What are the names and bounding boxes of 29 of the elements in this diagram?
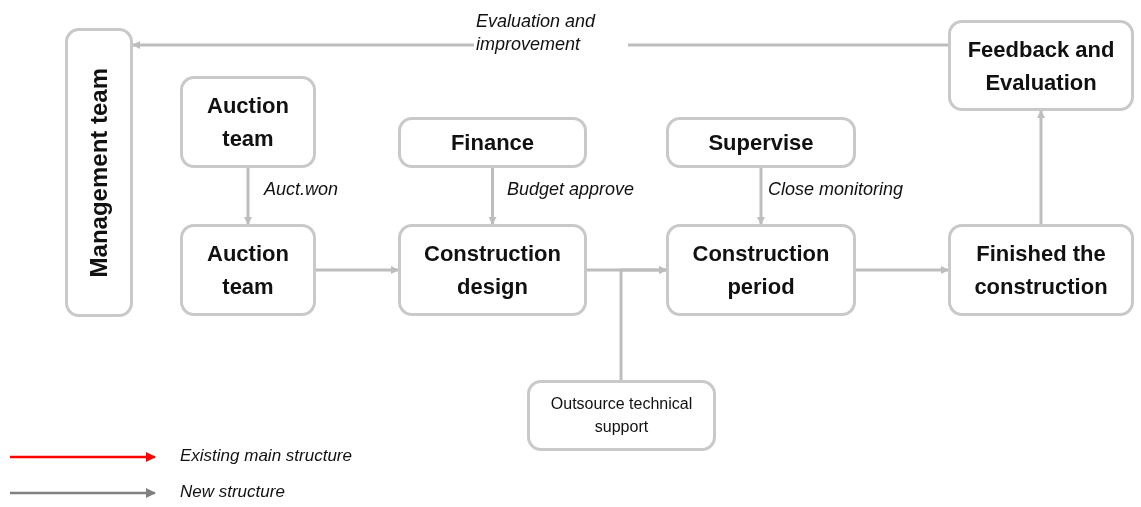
process-box [948,224,1134,316]
process-box [398,224,587,316]
arrow [488,168,497,225]
process-box [527,380,716,451]
process-box [65,28,133,317]
box-label: Finance [450,129,535,157]
legend-label: New structure [180,482,285,502]
legend-label: Existing main structure [180,446,352,466]
box-label: Auction team [206,240,290,301]
process-box [666,117,856,168]
box-label: Construction period [691,240,831,301]
arrow [1037,110,1045,224]
arrow [244,168,252,225]
arrow [856,266,949,274]
box-label: Outsource technical support [549,394,694,437]
box-label: Management team [84,67,113,278]
box-label: Supervise [708,129,814,157]
process-box [180,224,316,316]
process-box [180,76,316,168]
box-label: Construction design [423,240,562,301]
process-box [948,20,1134,111]
box-label: Feedback and Evaluation [966,35,1116,97]
process-box [666,224,856,316]
box-label: Auction team [206,92,290,153]
box-label: Finished the construction [973,240,1109,301]
arrow [316,266,399,274]
process-box [398,117,587,168]
arrow [757,168,765,225]
arrow [619,266,667,380]
